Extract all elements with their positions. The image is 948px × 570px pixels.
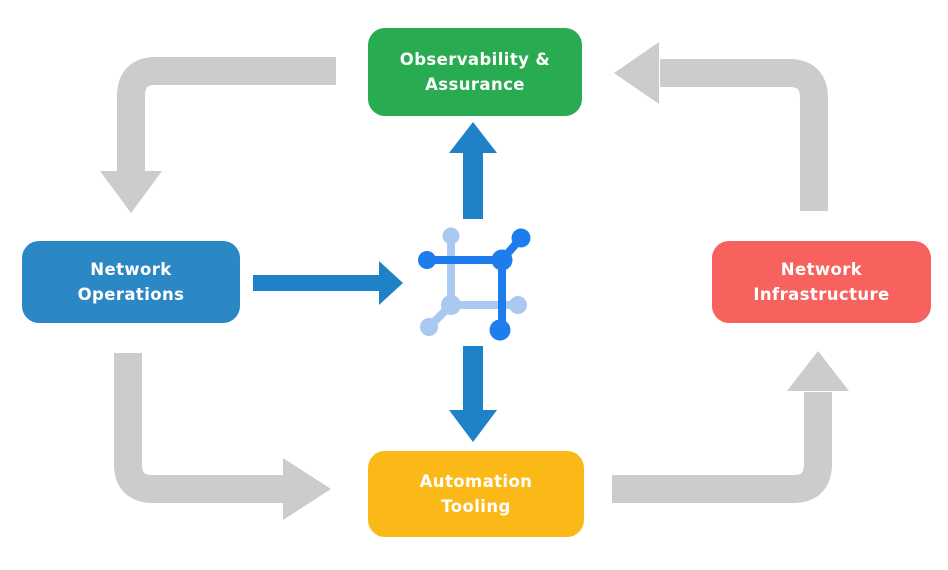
icon-node-left	[418, 251, 436, 269]
node-network-infrastructure-label: Network Infrastructure	[753, 260, 890, 304]
arrow-head-right	[283, 458, 331, 520]
gray-cycle-arrows	[100, 42, 849, 520]
icon-dark-layer	[418, 228, 531, 341]
node-automation-tooling: Automation Tooling	[368, 451, 584, 537]
arrow-shaft	[612, 392, 832, 503]
blue-arrows	[253, 122, 497, 442]
icon-node-corner-topright	[491, 249, 513, 271]
icon-node-upright	[511, 228, 531, 248]
node-observability-assurance: Observability & Assurance	[368, 28, 582, 116]
node-observability-assurance-label: Observability & Assurance	[399, 50, 551, 94]
network-mesh-icon	[418, 227, 531, 341]
icon-light-layer	[420, 227, 527, 336]
arrow-head-down	[100, 171, 162, 213]
node-network-operations: Network Operations	[22, 241, 240, 323]
arrow-operations-to-automation	[114, 353, 331, 520]
arrow-shaft	[114, 353, 284, 503]
node-network-operations-label: Network Operations	[77, 260, 185, 304]
arrow-observability-to-operations	[100, 57, 336, 213]
arrow-head-right	[379, 261, 403, 305]
icon-node-top	[442, 227, 460, 245]
node-network-infrastructure: Network Infrastructure	[712, 241, 931, 323]
arrow-automation-to-infrastructure	[612, 351, 849, 503]
arrow-head-left	[614, 42, 659, 104]
node-automation-tooling-label: Automation Tooling	[419, 472, 533, 516]
icon-node-right	[509, 296, 527, 314]
icon-node-bottom	[489, 319, 511, 341]
arrow-head-up	[449, 122, 497, 153]
icon-node-corner-bottomleft	[441, 295, 461, 315]
arrow-infrastructure-to-observability	[614, 42, 828, 211]
arrow-shaft	[660, 59, 828, 211]
icon-node-downleft	[420, 318, 438, 336]
arrow-icon-to-observability	[449, 122, 497, 219]
arrow-icon-to-automation	[449, 346, 497, 442]
arrow-shaft	[117, 57, 336, 172]
arrow-head-down	[449, 410, 497, 442]
arrow-head-up	[787, 351, 849, 391]
arrow-operations-to-icon	[253, 261, 403, 305]
